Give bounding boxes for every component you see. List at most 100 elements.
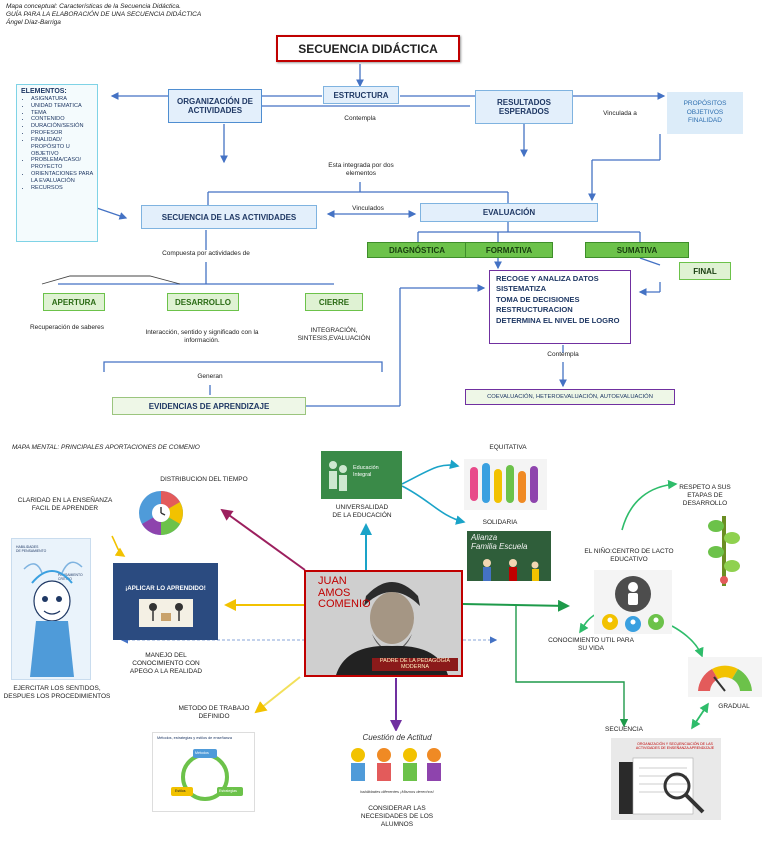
compuesta-label: Compuesta por actividades de <box>162 250 250 257</box>
ejercitar-image: HABILIDADES DE PENSAMIENTO PENSAMIENTO C… <box>11 538 91 680</box>
evidencias-node: EVIDENCIAS DE APRENDIZAJE <box>112 397 306 415</box>
aplicar-image: ¡APLICAR LO APRENDIDO! <box>113 563 218 640</box>
elementos-item: ORIENTACIONES PARA LA EVALUACIÓN <box>31 171 93 185</box>
equitativa-label: EQUITATIVA <box>489 444 527 451</box>
child-center-icon <box>594 570 672 634</box>
respeto-label: RESPETO A SUS ETAPAS DE DESARROLLO <box>679 484 731 508</box>
alianza-text: Alianza Familia Escuela <box>471 533 528 551</box>
center-name: JUAN AMOS COMENIO <box>318 575 371 611</box>
cycle-icon <box>171 749 243 801</box>
nino-label: EL NIÑO:CENTRO DE LACTO EDUCATIVO <box>584 548 674 564</box>
educacion-integral-image: Educación Integral <box>321 451 402 499</box>
cuestion-subtitle: habilidades diferentes ¡Mismos derechos! <box>360 789 434 794</box>
comenio-portrait: JUAN AMOS COMENIO PADRE DE LA PEDAGOGÍA … <box>304 570 463 677</box>
elementos-item: FINALIDAD/ PROPÓSITO U OBJETIVO <box>31 137 93 157</box>
alianza-image: Alianza Familia Escuela <box>467 531 551 581</box>
desarrollo-node: DESARROLLO <box>167 293 239 311</box>
formativa-detail: SISTEMATIZA <box>496 284 547 294</box>
secuencia-label: SECUENCIA <box>605 726 643 733</box>
formativa-detail: RESTRUCTURACION <box>496 305 573 315</box>
elementos-title: ELEMENTOS: <box>21 88 67 95</box>
propositos-node: PROPÓSITOS OBJETIVOS FINALIDAD <box>667 92 743 134</box>
gradual-label: GRADUAL <box>718 703 750 710</box>
formativa-details-box: RECOGE Y ANALIZA DATOS SISTEMATIZA TOMA … <box>489 270 631 344</box>
metodos-title: Métodos, estrategias y estilos de enseña… <box>157 736 232 740</box>
formativa-detail: TOMA DE DECISIONES <box>496 294 580 304</box>
elementos-item: PROFESOR <box>31 130 93 137</box>
metodos-label: Métodos <box>195 751 209 755</box>
conocimiento-label: CONOCIMIENTO UTIL PARA SU VIDA <box>548 637 634 653</box>
elementos-box: ELEMENTOS: ASIGNATURA UNIDAD TEMATICA TE… <box>16 84 98 242</box>
mindmap-title: MAPA MENTAL: PRINCIPALES APORTACIONES DE… <box>12 444 200 451</box>
considerar-label: CONSIDERAR LAS NECESIDADES DE LOS ALUMNO… <box>360 805 434 829</box>
estructura-node: ESTRUCTURA <box>323 86 399 104</box>
formativa-detail: RECOGE Y ANALIZA DATOS <box>496 274 599 283</box>
portrait-icon <box>306 572 461 675</box>
secuencia-actividades-node: SECUENCIA DE LAS ACTIVIDADES <box>141 205 317 229</box>
growth-tree-icon <box>708 516 740 586</box>
aplicar-text: ¡APLICAR LO APRENDIDO! <box>125 585 206 592</box>
elementos-item: PROBLEMA/CASO/ PROYECTO <box>31 157 93 171</box>
resultados-node: RESULTADOS ESPERADOS <box>475 90 573 124</box>
cuestion-title: Cuestión de Actitud <box>362 733 432 742</box>
final-node: FINAL <box>679 262 731 280</box>
claridad-label: CLARIDAD EN LA ENSEÑANZA FACIL DE APREND… <box>17 497 113 513</box>
sumativa-node: SUMATIVA <box>585 242 689 258</box>
magnifier-icon <box>619 757 705 815</box>
elementos-item: RECURSOS <box>31 185 93 192</box>
map-title: SECUENCIA DIDÁCTICA <box>276 35 460 62</box>
vinculada-label: Vinculada a <box>603 110 637 117</box>
cuestion-image: Cuestión de Actitud habilidades diferent… <box>342 731 452 799</box>
educacion-integral-text: Educación Integral <box>353 465 379 478</box>
coevaluacion-node: COEVALUACIÓN, HETEROEVALUACIÓN, AUTOEVAL… <box>465 389 675 405</box>
estilos-label: Estilos <box>175 789 186 793</box>
evaluacion-node: EVALUACIÓN <box>420 203 598 222</box>
image-box-1: HABILIDADES DE PENSAMIENTO <box>16 545 47 553</box>
family-icon <box>483 559 539 581</box>
elementos-item: ASIGNATURA <box>31 96 93 103</box>
secuencia-image-text: ORGANIZACIÓN Y SECUENCIACIÓN DE LAS ACTI… <box>635 742 715 750</box>
header-line-2: GUÍA PARA LA ELABORACIÓN DE UNA SECUENCI… <box>6 11 202 18</box>
header-line-1: Mapa conceptual: Características de la S… <box>6 3 181 10</box>
metodo-label: METODO DE TRABAJO DEFINIDO <box>178 705 250 721</box>
elementos-list: ASIGNATURA UNIDAD TEMATICA TEMA CONTENID… <box>21 96 93 191</box>
header-line-3: Ángel Díaz-Barriga <box>6 19 61 26</box>
integracion-label: INTEGRACIÓN, SINTESIS,EVALUACIÓN <box>297 327 371 343</box>
organizacion-node: ORGANIZACIÓN DE ACTIVIDADES <box>168 89 262 123</box>
formativa-detail: DETERMINA EL NIVEL DE LOGRO <box>496 315 620 325</box>
hands-icon <box>470 463 538 503</box>
secuencia-image: ORGANIZACIÓN Y SECUENCIACIÓN DE LAS ACTI… <box>611 738 721 820</box>
elementos-item: TEMA <box>31 110 93 117</box>
manejo-label: MANEJO DEL CONOCIMIENTO CON APEGO A LA R… <box>129 652 203 676</box>
cierre-node: CIERRE <box>305 293 363 311</box>
thinker-icon <box>23 561 83 677</box>
workers-icon <box>139 599 193 627</box>
apertura-node: APERTURA <box>43 293 105 311</box>
integrada-label: Esta integrada por dos elementos <box>328 162 394 178</box>
universalidad-label: UNIVERSALIDAD DE LA EDUCACIÓN <box>332 504 392 520</box>
elementos-item: DURACIÓN/SESIÓN <box>31 123 93 130</box>
contempla-label: Contempla <box>344 115 376 122</box>
vinculados-label: Vinculados <box>352 205 384 212</box>
image-box-2: PENSAMIENTO CRÍTICO <box>58 573 83 581</box>
solidaria-label: SOLIDARIA <box>482 519 518 526</box>
clock-cycle-icon <box>139 491 183 535</box>
elementos-item: CONTENIDO <box>31 116 93 123</box>
contempla2-label: Contempla <box>547 351 579 358</box>
elementos-item: UNIDAD TEMATICA <box>31 103 93 110</box>
generan-label: Generan <box>197 373 223 380</box>
interaccion-label: Interacción, sentido y significado con l… <box>145 329 259 345</box>
metodos-image: Métodos, estrategias y estilos de enseña… <box>152 732 255 812</box>
kids-icon <box>351 748 441 781</box>
estrategias-label: Estrategias <box>219 789 237 793</box>
formativa-node: FORMATIVA <box>465 242 553 258</box>
diagnostica-node: DIAGNÓSTICA <box>367 242 467 258</box>
equitativa-image <box>464 459 547 510</box>
distribucion-label: DISTRIBUCION DEL TIEMPO <box>160 476 248 483</box>
gauge-icon <box>688 657 762 697</box>
center-caption: PADRE DE LA PEDAGOGÍA MODERNA <box>372 658 458 671</box>
recuperacion-label: Recuperación de saberes <box>29 324 105 331</box>
ejercitar-label: EJERCITAR LOS SENTIDOS, DESPUES LOS PROC… <box>3 685 111 701</box>
people-icon <box>329 461 347 491</box>
